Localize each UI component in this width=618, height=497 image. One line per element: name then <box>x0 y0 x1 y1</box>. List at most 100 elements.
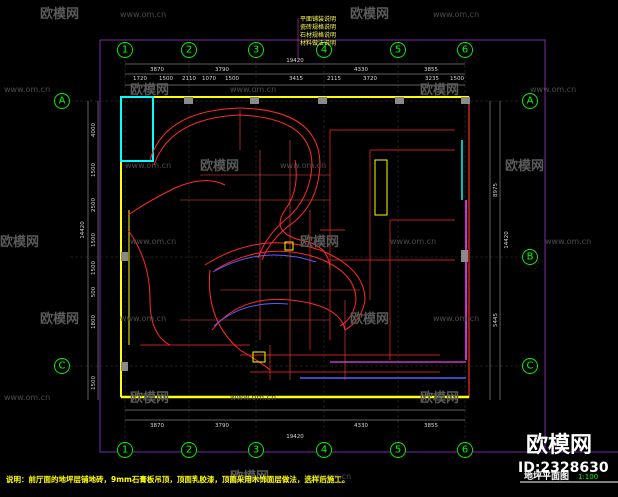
top-axis-dim: 4330 <box>354 67 368 73</box>
yellow-furniture <box>252 159 388 363</box>
watermark-url: www.om.cn <box>120 10 166 19</box>
interior-walls <box>140 129 455 380</box>
left-dim-segment: 2500 <box>91 198 97 212</box>
right-dimensions: 8975 5445 14420 <box>493 183 510 327</box>
watermark-brand: 欧模网 <box>350 311 389 327</box>
watermark-url: www.om.cn <box>230 85 276 94</box>
top-axis-dim: 3870 <box>150 67 164 73</box>
top-total-dimension: 19420 <box>286 58 304 64</box>
frame <box>99 39 618 453</box>
axis-label-row-c-left: C <box>59 361 66 372</box>
title-block: 地坪平面图 1:100 <box>520 470 618 483</box>
watermark-brand: 欧模网 <box>350 6 389 22</box>
bottom-total-dimension: 19420 <box>286 434 304 440</box>
watermark-brand: 欧模网 <box>420 82 459 98</box>
room-outline <box>120 96 470 399</box>
top-axis-dim: 3790 <box>215 67 229 73</box>
watermark-url: www.om.cn <box>125 161 171 170</box>
left-dim-segment: 4000 <box>91 123 97 137</box>
watermark-brand: 欧模网 <box>0 234 39 250</box>
column-axis-bottom: 1 2 3 4 5 6 <box>117 442 473 458</box>
top-dimension-lines <box>87 63 501 421</box>
axis-label-col-1-bottom: 1 <box>122 445 128 456</box>
left-dim-segment: 1500 <box>91 376 97 390</box>
top-dim-segment: 1500 <box>159 76 173 82</box>
left-total-dimension: 14420 <box>80 221 86 239</box>
top-dim-segment: 1720 <box>133 76 147 82</box>
dimension-ticks <box>180 110 360 380</box>
axis-grid-lines <box>70 60 540 440</box>
row-axis: A C A B C <box>54 93 538 374</box>
drawing-note: 说明：前厅面的地坪层铺地砖，9mm石膏板吊顶，顶面乳胶漆，顶面采用木饰面层做法，… <box>6 474 349 484</box>
top-dim-segment: 2110 <box>182 76 196 82</box>
watermark-url: www.om.cn <box>390 237 436 246</box>
blue-accents <box>212 254 317 327</box>
watermark-url: www.om.cn <box>280 161 326 170</box>
watermark-url: www.om.cn <box>433 314 479 323</box>
axis-label-col-3-bottom: 3 <box>253 445 259 456</box>
axis-label-col-1: 1 <box>122 45 128 56</box>
right-total-dimension: 14420 <box>504 231 510 249</box>
axis-label-col-6: 6 <box>462 45 468 56</box>
right-dim-segment: 5445 <box>493 313 499 327</box>
top-dim-segment: 1500 <box>225 76 239 82</box>
watermark-url: www.om.cn <box>230 393 276 402</box>
axis-label-col-2: 2 <box>186 45 192 56</box>
brand-block: 欧模网 ID:2328630 <box>518 432 609 476</box>
top-dim-segment: 1500 <box>450 76 464 82</box>
left-dim-segment: 1500 <box>91 233 97 247</box>
watermark-url: www.om.cn <box>130 237 176 246</box>
axis-label-col-3: 3 <box>253 45 259 56</box>
top-dim-segment: 1070 <box>202 76 216 82</box>
legend-line: 瓷砖规格说明 <box>300 23 336 31</box>
top-axis-dim: 3855 <box>424 67 438 73</box>
axis-label-col-5: 5 <box>395 45 401 56</box>
bottom-dimensions: 3870 3790 4330 3855 19420 <box>150 423 438 440</box>
watermark-url: www.om.cn <box>120 314 166 323</box>
watermark-brand: 欧模网 <box>130 82 169 98</box>
drawing-scale: 1:100 <box>578 473 598 481</box>
axis-label-col-4-bottom: 4 <box>321 445 327 456</box>
brand-name: 欧模网 <box>526 432 592 458</box>
watermark-url: www.om.cn <box>305 472 351 481</box>
watermark-url: www.om.cn <box>4 393 50 402</box>
structural-columns <box>121 97 470 371</box>
watermark-brand: 欧模网 <box>420 390 459 406</box>
axis-label-row-c-right: C <box>527 361 534 372</box>
right-dim-segment: 8975 <box>493 183 499 197</box>
axis-label-col-4: 4 <box>321 45 327 56</box>
column-axis-top: 1 2 3 4 5 6 <box>117 42 473 58</box>
note-block: 说明：前厅面的地坪层铺地砖，9mm石膏板吊顶，顶面乳胶漆，顶面采用木饰面层做法，… <box>6 474 349 484</box>
legend-line: 平面铺装说明 <box>300 15 336 23</box>
brand-id: ID:2328630 <box>518 460 609 476</box>
watermark-url: www.om.cn <box>530 85 576 94</box>
bottom-dim-segment: 3870 <box>150 423 164 429</box>
top-dim-segment: 3720 <box>363 76 377 82</box>
axis-label-row-a-left: A <box>59 96 66 107</box>
top-dim-segment: 2115 <box>327 76 341 82</box>
bottom-dim-segment: 3855 <box>424 423 438 429</box>
left-dim-segment: 500 <box>91 286 97 297</box>
left-dim-segment: 1500 <box>91 261 97 275</box>
axis-label-row-a-right: A <box>527 96 534 107</box>
watermark-brand: 欧模网 <box>300 234 339 250</box>
legend-line: 材料做法说明 <box>300 39 336 47</box>
drawing-title: 地坪平面图 <box>524 470 569 482</box>
left-dim-segment: 1500 <box>91 163 97 177</box>
watermark-brand: 欧模网 <box>505 158 544 174</box>
watermark-brand: 欧模网 <box>230 469 269 485</box>
legend-line: 石材规格说明 <box>300 31 336 39</box>
watermarks: 欧模网 www.om.cn 欧模网 www.om.cn www.om.cn 欧模… <box>0 6 591 485</box>
axis-label-row-b-right: B <box>527 252 534 263</box>
watermark-brand: 欧模网 <box>200 158 239 174</box>
interior-curves <box>127 107 366 371</box>
top-dim-segment: 3415 <box>289 76 303 82</box>
axis-label-col-6-bottom: 6 <box>462 445 468 456</box>
bottom-dim-segment: 4330 <box>354 423 368 429</box>
top-dimensions: 19420 1720 1500 2110 1070 1500 3415 2115… <box>133 58 464 82</box>
legend-notes: 平面铺装说明 瓷砖规格说明 石材规格说明 材料做法说明 <box>297 15 336 60</box>
top-dim-segment: 3235 <box>425 76 439 82</box>
bottom-dim-segment: 3790 <box>215 423 229 429</box>
watermark-brand: 欧模网 <box>130 390 169 406</box>
